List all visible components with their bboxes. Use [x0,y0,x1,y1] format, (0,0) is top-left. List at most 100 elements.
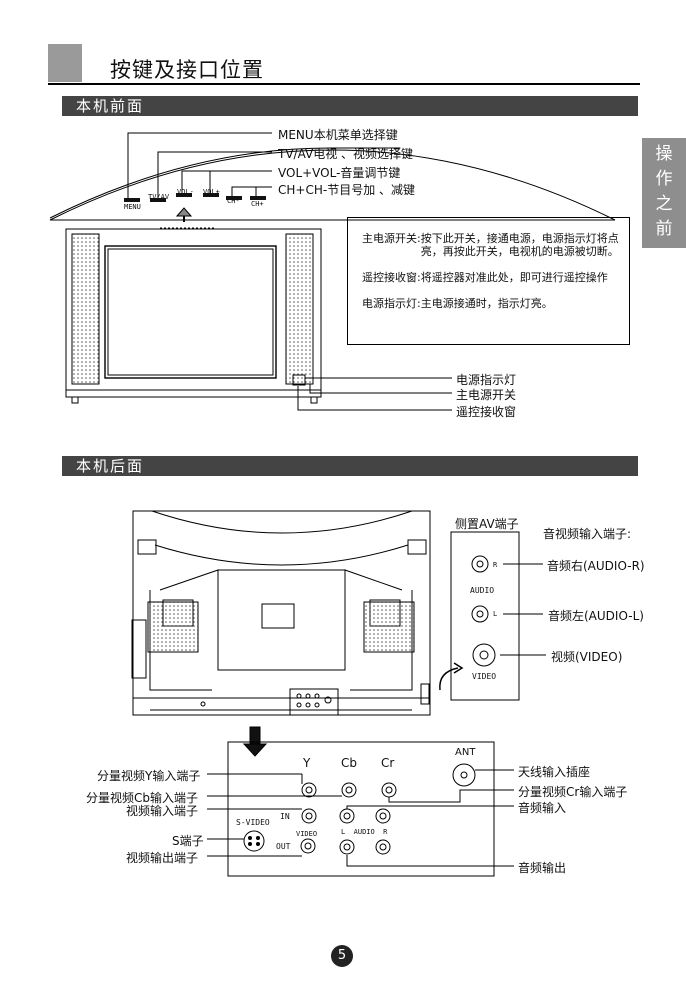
side-av-title: 侧置AV端子 [455,517,519,531]
y-jack [301,782,317,798]
video-in-jack [301,808,317,824]
curve-arrow-head [453,662,464,674]
remote-window-line [297,386,452,411]
audio-out-r-jack [375,839,391,855]
power-switch-area [292,374,306,386]
panel-label-l: L [493,610,498,618]
ch-plus-button-label: CH+ [251,200,264,208]
title-rule [48,83,640,85]
note-value: 按下此开关，接通电源，电源指示灯将点亮，再按此开关，电视机的电源被切断。 [420,232,619,258]
front-control-arc [49,149,616,221]
s-port-callout: S端子 [172,834,204,848]
power-led-callout: 电源指示灯 [456,373,517,387]
antenna-jack [452,763,476,787]
panel-video-label: VIDEO [296,830,318,838]
panel-ant-label: ANT [455,747,476,758]
vol-minus-button-mark [176,193,192,197]
tv-screen-inner [107,248,274,376]
tvav-callout-line [157,151,272,198]
audio-r-callout: 音频右(AUDIO-R) [547,559,645,573]
rear-right-vent [363,601,415,653]
panel-label-r: R [493,561,498,569]
remote-window-callout: 遥控接收窗 [456,405,517,419]
panel-in-label: IN [280,812,290,821]
tv-foot-right [310,396,318,404]
note-key: 电源指示灯: [362,297,421,310]
video-callout: 视频(VIDEO) [551,650,623,664]
audio-in-l-jack [339,808,355,824]
note-power-led: 电源指示灯: 主电源接通时，指示灯亮。 [362,297,619,310]
cr-in-line [388,789,514,803]
menu-callout-line [127,132,272,198]
tvav-button-label: TV/AV [148,193,170,201]
audio-out-line [346,855,514,867]
note-value: 主电源接通时，指示灯亮。 [420,297,553,310]
main-power-callout: 主电源开关 [456,388,517,402]
ch-minus-button-label: CH- [227,197,240,205]
tv-rear-body [132,510,431,716]
panel-y-label: Y [303,756,311,770]
audio-out-l-jack [339,839,355,855]
menu-button-label: MENU [124,203,141,211]
vol-callout-line [181,170,272,193]
side-tab-char: 作 [655,169,673,189]
menu-callout: MENU本机菜单选择键 [278,128,398,142]
y-in-callout: 分量视频Y输入端子 [97,769,201,783]
title-marker [48,44,82,82]
audio-in-callout: 音频输入 [518,801,567,815]
audio-r-jack [471,555,489,573]
cb-in-callout: 分量视频Cb输入端子 [86,791,198,805]
s-video-jack [243,830,265,852]
side-tab-char: 操 [655,144,673,164]
rear-left-vent [147,601,199,653]
down-arrow-head [242,743,268,757]
rear-screw [200,701,206,707]
right-speaker-grille [285,233,314,385]
front-notes-box: 主电源开关: 按下此开关，接通电源，电源指示灯将点亮，再按此开关，电视机的电源被… [347,217,630,345]
note-key: 主电源开关: [362,232,421,245]
page-number: 5 [331,945,353,967]
front-section-title: 本机前面 [62,96,638,116]
panel-out-label: OUT [276,842,291,851]
vol-plus-button-label: VOL+ [203,188,220,196]
tvav-button-mark [150,198,166,202]
ch-callout-line [231,186,272,196]
note-main-power: 主电源开关: 按下此开关，接通电源，电源指示灯将点亮，再按此开关，电视机的电源被… [362,232,619,258]
menu-button-mark [124,198,140,202]
audio-l-callout: 音频左(AUDIO-L) [548,609,644,623]
rear-top-curve [151,510,413,534]
vol-plus-button-mark [203,193,219,197]
page-title: 按键及接口位置 [110,58,264,82]
panel-audio-label: L AUDIO R [341,828,388,836]
ch-minus-button-mark [226,196,242,200]
panel-cr-label: Cr [381,756,395,770]
vol-minus-button-label: VOL- [177,188,194,196]
tv-foot-left [71,396,79,404]
rear-jacks [296,693,332,708]
rear-center-panel [217,569,346,671]
note-value: 将遥控器对准此处，即可进行遥控操作 [420,271,608,284]
note-remote-window: 遥控接收窗: 将遥控器对准此处，即可进行遥控操作 [362,271,619,284]
cb-jack [341,782,357,798]
antenna-callout: 天线输入插座 [518,765,591,779]
rear-left-side [131,619,147,679]
video-jack [472,643,496,667]
panel-svideo-label: S-VIDEO [236,818,270,827]
main-power-line [305,383,452,394]
rear-side-jacks [420,683,430,705]
side-tab-char: 前 [655,219,673,239]
video-in-callout: 视频输入端子 [126,804,199,818]
side-av-panel [450,531,520,701]
panel-cb-label: Cb [341,756,357,770]
rear-corner-left [137,539,157,555]
curve-arrow [439,667,459,691]
vol-callout: VOL+VOL-音量调节键 [278,166,401,180]
audio-out-callout: 音频输出 [518,861,567,875]
tv-screen [104,245,277,379]
side-av-subtitle: 音视频输入端子: [543,527,632,541]
ch-callout: CH+CH-节目号加 、减键 [278,183,416,197]
video-out-jack [300,838,316,854]
left-speaker-grille [71,233,100,385]
rear-inner-curve [154,544,409,566]
